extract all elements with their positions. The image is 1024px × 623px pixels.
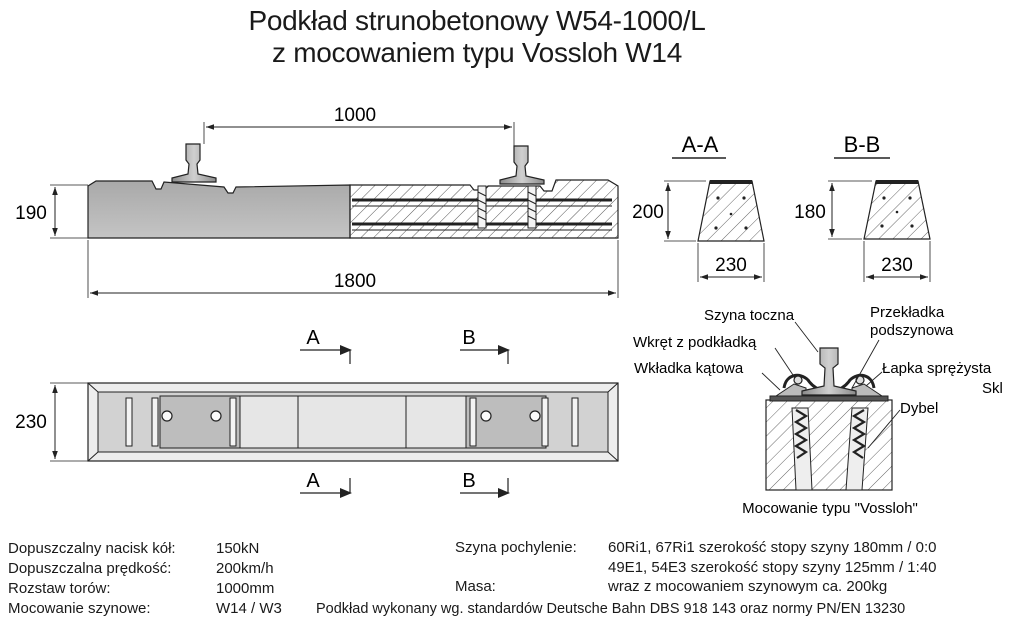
spec-predkosc-label: Dopuszczalna prędkość: <box>8 560 172 577</box>
side-dowel-left <box>477 185 487 229</box>
fastening-caption: Mocowanie typu "Vossloh" <box>742 500 918 517</box>
spec-mocowanie-value: W14 / W3 <box>216 600 282 617</box>
dim-gauge: 1000 <box>334 105 376 126</box>
label-szyna-toczna: Szyna toczna <box>704 307 795 324</box>
spec-pochylenie-line-1: 60Ri1, 67Ri1 szerokość stopy szyny 180mm… <box>608 539 937 556</box>
spec-predkosc-value: 200km/h <box>216 560 274 577</box>
plan-view: 230 A A B B <box>15 327 619 498</box>
section-marker-b-bottom: B <box>460 470 510 498</box>
fastening-detail: Szyna toczna Przekładka podszynowa Wkręt… <box>633 304 1003 517</box>
sleeper-side-solid <box>87 180 351 239</box>
svg-text:A: A <box>306 327 320 349</box>
label-przekladka-1: Przekładka <box>870 304 945 321</box>
section-marker-b-top: B <box>460 327 510 364</box>
section-marker-a-top: A <box>300 327 352 364</box>
svg-text:B: B <box>462 470 475 492</box>
spec-nacisk-value: 150kN <box>216 540 260 557</box>
dim-section-bb-height: 180 <box>794 202 826 223</box>
section-bb: B-B 180 230 <box>794 132 931 282</box>
svg-text:B: B <box>462 327 475 349</box>
rail-left <box>171 143 217 183</box>
dim-height-190: 190 <box>15 203 47 224</box>
spec-rozstaw-label: Rozstaw torów: <box>8 580 111 597</box>
spec-standard: Podkład wykonany wg. standardów Deutsche… <box>316 601 906 617</box>
label-lapka-2: Skl <box>982 380 1003 397</box>
section-aa-label: A-A <box>682 132 719 157</box>
label-wkret: Wkręt z podkładką <box>633 334 757 351</box>
drawing-title-line-1: Podkład strunobetonowy W54-1000/L <box>248 5 706 36</box>
rail-right <box>499 145 545 185</box>
label-przekladka-2: podszynowa <box>870 322 954 339</box>
section-bb-label: B-B <box>844 132 881 157</box>
spec-masa-value: wraz z mocowaniem szynowym ca. 200kg <box>608 578 888 595</box>
label-dybel: Dybel <box>900 400 938 417</box>
spec-masa-label: Masa: <box>455 578 496 595</box>
spec-nacisk-label: Dopuszczalny nacisk kół: <box>8 540 176 557</box>
dim-section-bb-base: 230 <box>881 255 913 276</box>
label-lapka-1: Łapka sprężysta <box>882 360 992 377</box>
dim-section-aa-height: 200 <box>632 202 664 223</box>
section-aa: A-A 200 230 <box>632 132 765 282</box>
label-wkladka: Wkładka kątowa <box>634 360 744 377</box>
dim-width-230: 230 <box>15 412 47 433</box>
side-view: 1000 190 1800 <box>15 105 619 298</box>
spec-rozstaw-value: 1000mm <box>216 580 275 597</box>
side-dowel-right <box>527 185 537 229</box>
section-marker-a-bottom: A <box>300 470 352 498</box>
spec-mocowanie-label: Mocowanie szynowe: <box>8 600 151 617</box>
spec-pochylenie-line-2: 49E1, 54E3 szerokość stopy szyny 125mm /… <box>608 559 937 576</box>
svg-text:A: A <box>306 470 320 492</box>
spec-pochylenie-label: Szyna pochylenie: <box>455 539 577 556</box>
drawing-title-line-2: z mocowaniem typu Vossloh W14 <box>272 37 682 68</box>
dim-length: 1800 <box>334 271 376 292</box>
dim-section-aa-base: 230 <box>715 255 747 276</box>
